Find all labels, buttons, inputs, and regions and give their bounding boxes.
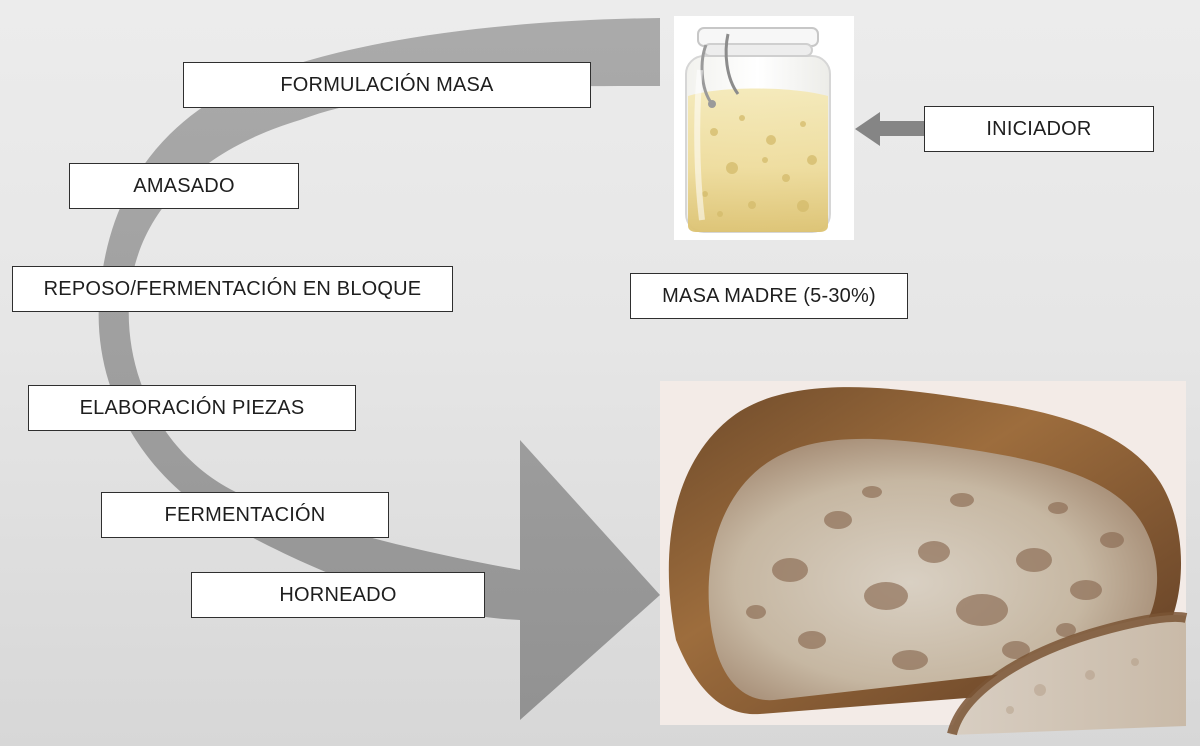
step-formulacion-masa: FORMULACIÓN MASA (183, 62, 591, 108)
step-fermentacion: FERMENTACIÓN (101, 492, 389, 538)
step-fermentacion-label: FERMENTACIÓN (164, 503, 326, 526)
step-horneado: HORNEADO (191, 572, 485, 618)
step-elaboracion-piezas: ELABORACIÓN PIEZAS (28, 385, 356, 431)
iniciador-arrow (855, 112, 924, 146)
step-reposo-fermentacion-en-bloque: REPOSO/FERMENTACIÓN EN BLOQUE (12, 266, 453, 312)
step-amasado: AMASADO (69, 163, 299, 209)
step-elaboracion-label: ELABORACIÓN PIEZAS (79, 396, 305, 419)
bread-loaf (660, 381, 1188, 736)
iniciador-box: INICIADOR (924, 106, 1154, 152)
step-amasado-label: AMASADO (133, 174, 235, 197)
step-horneado-label: HORNEADO (279, 583, 397, 606)
step-reposo-label: REPOSO/FERMENTACIÓN EN BLOQUE (43, 277, 422, 300)
masa-madre-label: MASA MADRE (5-30%) (662, 284, 876, 307)
sourdough-jar (674, 16, 854, 240)
step-formulacion-masa-label: FORMULACIÓN MASA (280, 73, 494, 96)
masa-madre-box: MASA MADRE (5-30%) (630, 273, 908, 319)
iniciador-label: INICIADOR (986, 117, 1092, 140)
